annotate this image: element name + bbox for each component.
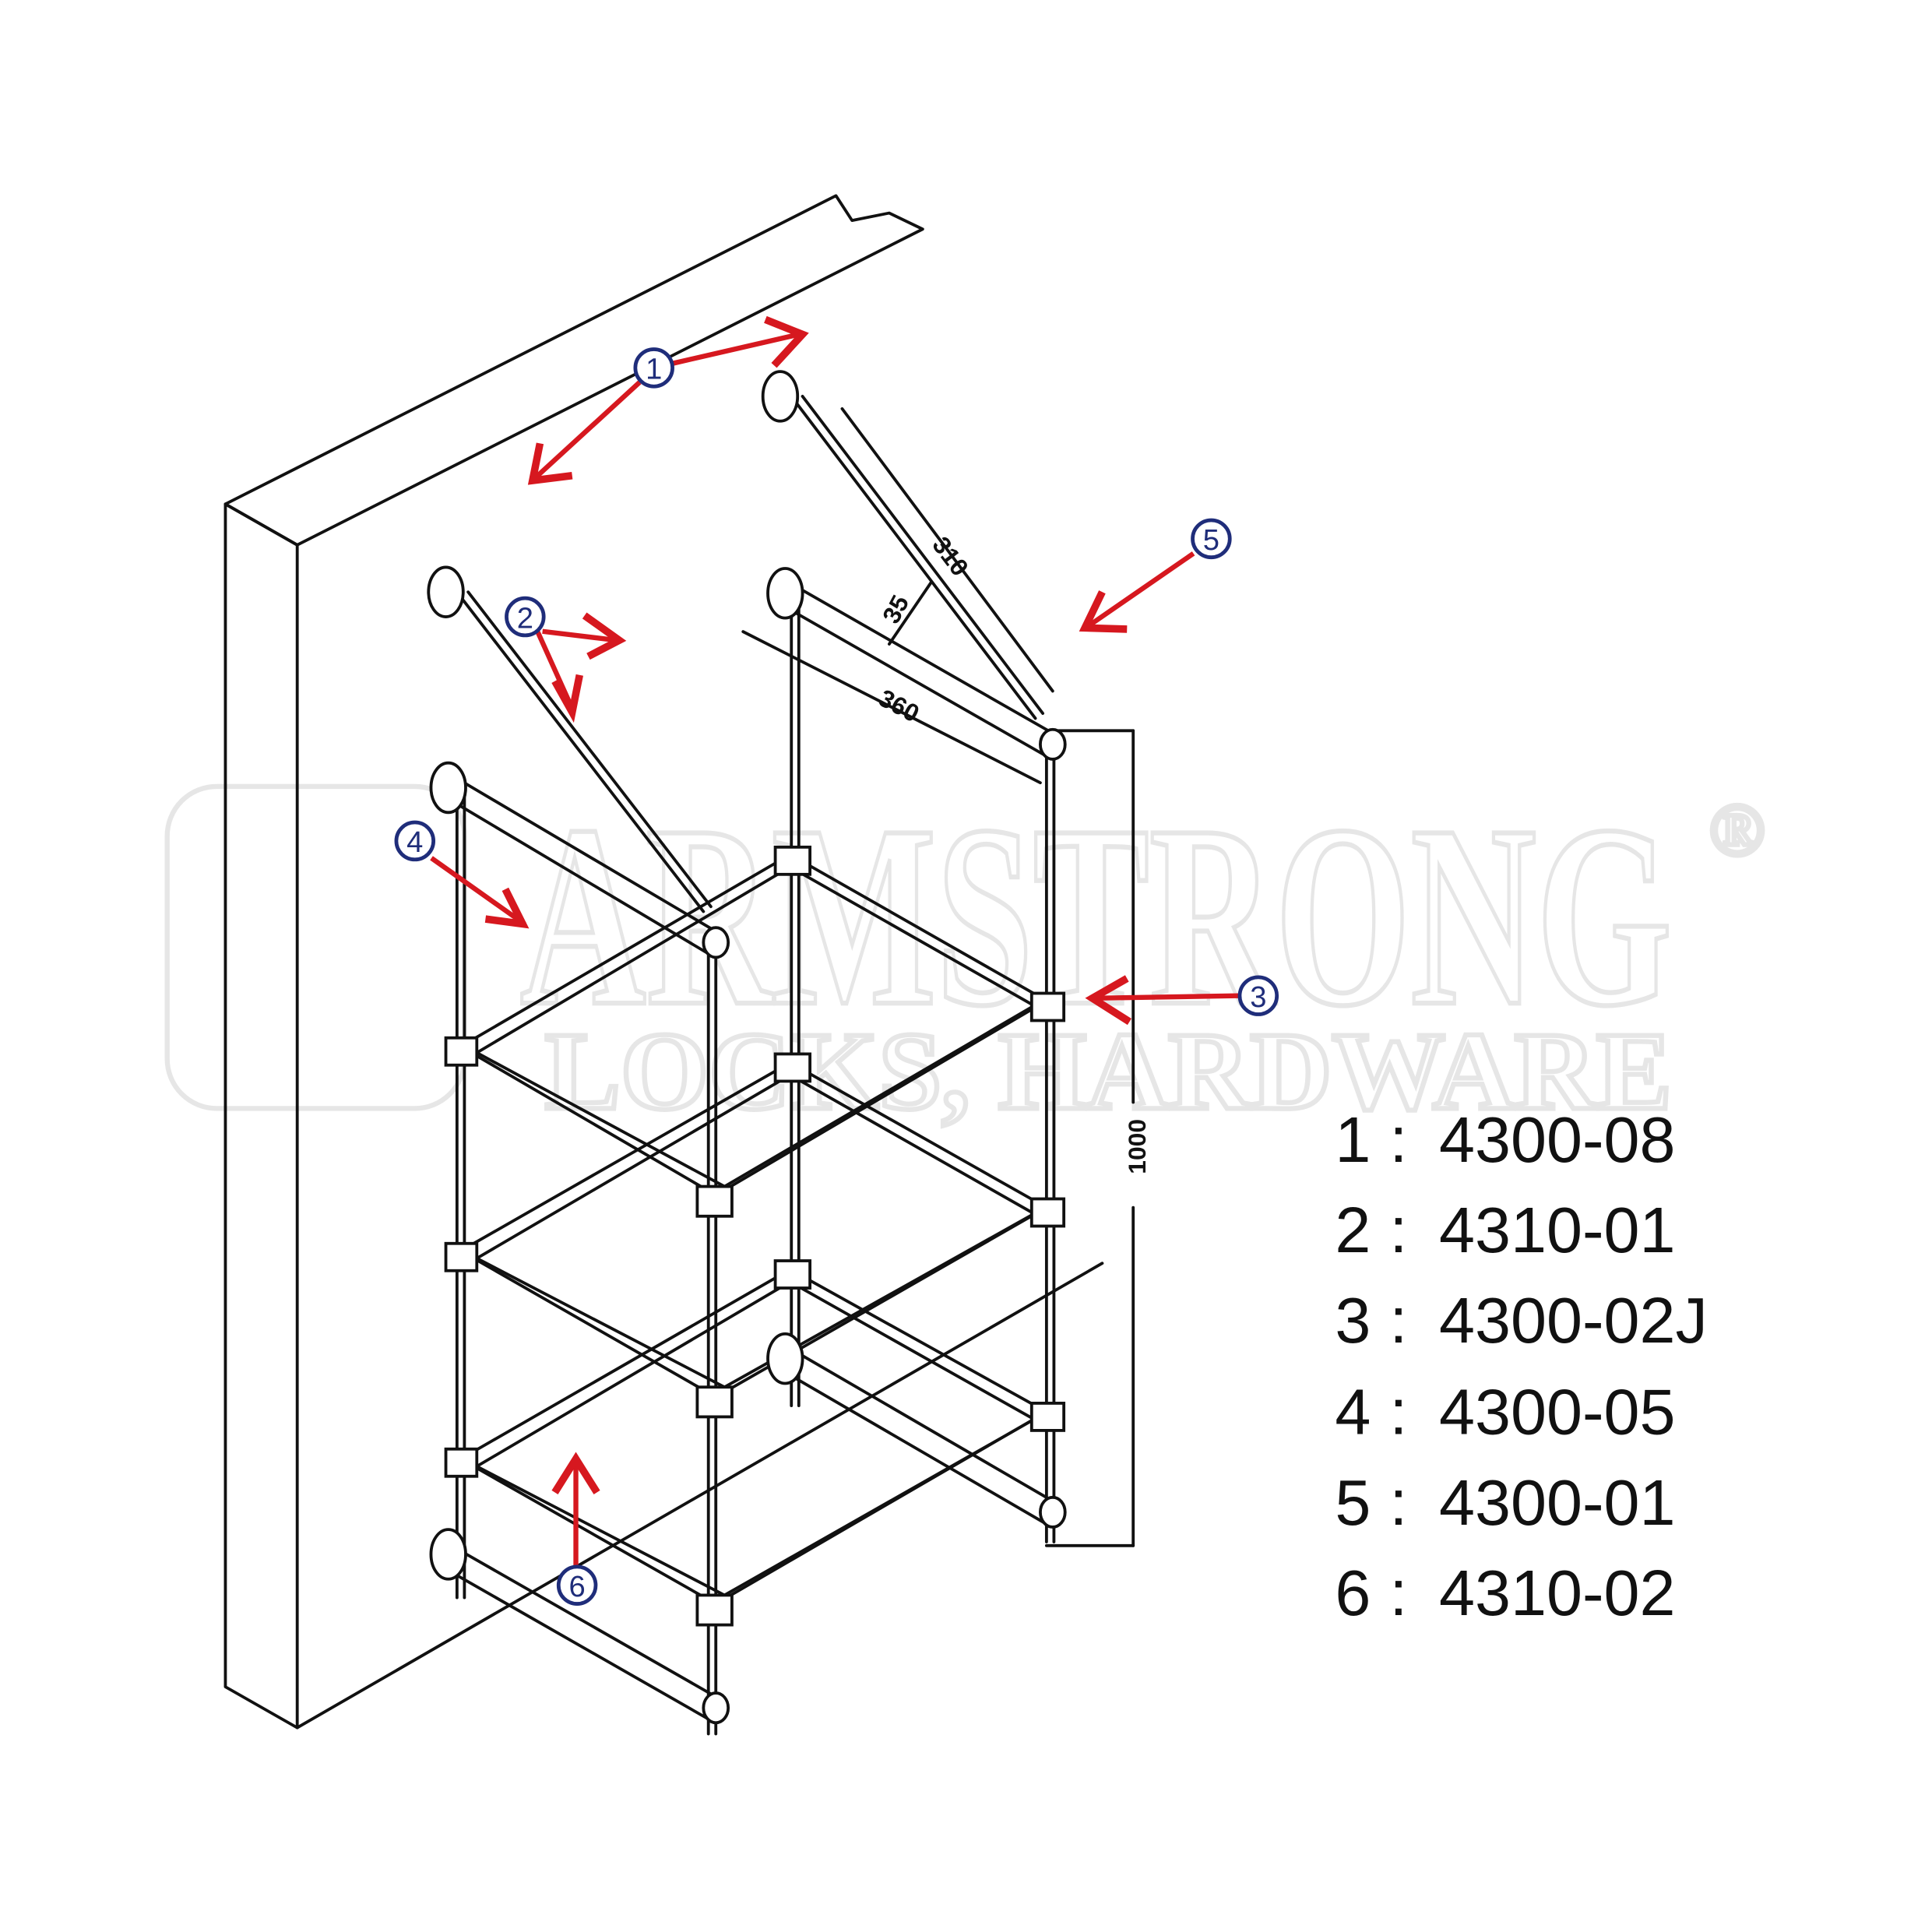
callout-2: 2 — [505, 596, 546, 638]
callout-4: 4 — [394, 820, 436, 862]
dim-height: 1000 — [1123, 1119, 1151, 1174]
shelf-3 — [459, 1268, 1048, 1606]
svg-text:3: 3 — [1250, 980, 1266, 1014]
svg-text::: : — [1389, 1103, 1407, 1176]
callout-5: 5 — [1191, 518, 1232, 560]
wall — [223, 194, 1104, 1730]
svg-text::: : — [1389, 1284, 1407, 1357]
svg-text:4300-05: 4300-05 — [1439, 1376, 1675, 1448]
svg-text:1: 1 — [646, 353, 662, 386]
vertical-rods — [455, 590, 1056, 1736]
svg-text:4300-02J: 4300-02J — [1439, 1284, 1708, 1357]
shelf-clamps — [444, 845, 1066, 1627]
legend-row: 6:4310-02 — [1335, 1557, 1675, 1629]
dim-brace-length: 310 — [927, 531, 974, 581]
watermark-tagline: LOCKS, HARDWARE — [545, 1008, 1672, 1132]
callout-arrows — [430, 315, 1239, 1566]
svg-text:4: 4 — [1335, 1376, 1371, 1448]
svg-text:1: 1 — [1335, 1103, 1371, 1176]
callout-1: 1 — [633, 347, 674, 389]
svg-text:6: 6 — [1335, 1557, 1371, 1629]
dim-offset: 35 — [877, 590, 914, 628]
legend-row: 3:4300-02J — [1335, 1284, 1707, 1357]
watermark-brand: ARMSTRONG — [520, 772, 1672, 1060]
svg-text:2: 2 — [517, 601, 533, 635]
svg-text:4300-08: 4300-08 — [1439, 1103, 1675, 1176]
svg-text:5: 5 — [1203, 523, 1219, 557]
svg-text:3: 3 — [1335, 1284, 1371, 1357]
svg-text:4310-01: 4310-01 — [1439, 1194, 1675, 1266]
callout-3: 3 — [1237, 975, 1279, 1016]
svg-text::: : — [1389, 1376, 1407, 1448]
svg-text::: : — [1389, 1557, 1407, 1629]
svg-text:2: 2 — [1335, 1194, 1371, 1266]
watermark: ARMSTRONG LOCKS, HARDWARE ® — [164, 769, 1767, 1135]
svg-text::: : — [1389, 1194, 1407, 1266]
parts-legend: 1:4300-08 2:4310-01 3:4300-02J 4:4300-05… — [1335, 1103, 1707, 1629]
rails — [427, 370, 1067, 1725]
svg-text:5: 5 — [1335, 1466, 1371, 1539]
legend-row: 4:4300-05 — [1335, 1376, 1675, 1448]
svg-text:4: 4 — [406, 825, 423, 859]
legend-row: 2:4310-01 — [1335, 1194, 1675, 1266]
svg-text:4310-02: 4310-02 — [1439, 1557, 1675, 1629]
svg-text::: : — [1389, 1466, 1407, 1539]
watermark-registered: ® — [1709, 788, 1765, 871]
callout-6: 6 — [556, 1564, 598, 1606]
svg-text:4300-01: 4300-01 — [1439, 1466, 1675, 1539]
legend-row: 5:4300-01 — [1335, 1466, 1675, 1539]
legend-row: 1:4300-08 — [1335, 1103, 1675, 1176]
svg-text:6: 6 — [569, 1570, 586, 1603]
